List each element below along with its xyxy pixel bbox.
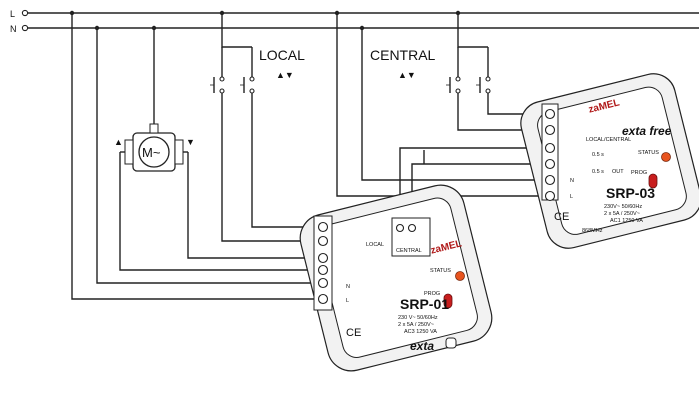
srp01-term-central: CENTRAL <box>396 248 422 254</box>
srp03-terminal-n: N <box>570 178 574 184</box>
local-button-down <box>240 76 255 94</box>
central-arrows: ▲▼ <box>398 70 416 80</box>
srp03-freq: 868MHz <box>582 228 603 234</box>
srp01-spec-load: 2 x 5A / 250V~ <box>398 322 434 328</box>
srp03-prog-label: PROG <box>631 170 647 176</box>
srp03-status-led <box>661 152 671 162</box>
srp01-terminal-n: N <box>346 284 350 290</box>
device-srp03: LOCAL/CENTRAL 0.5 s 0.5 s OUT N L zaMEL … <box>520 73 699 249</box>
srp01-prog-label: PROG <box>424 291 440 297</box>
srp03-term-local-central: LOCAL/CENTRAL <box>586 137 631 143</box>
srp03-spec-load: 2 x 5A / 250V~ <box>604 211 640 217</box>
motor-down-arrow: ▼ <box>186 137 195 147</box>
central-button-down <box>476 76 491 94</box>
motor-up-arrow: ▲ <box>114 137 123 147</box>
line-terminal <box>21 9 29 17</box>
srp03-term-pulse1: 0.5 s <box>592 152 604 158</box>
srp03-prog-button <box>648 173 658 189</box>
central-pushbuttons: CENTRAL ▲▼ <box>370 47 538 131</box>
srp01-terminal-l: L <box>346 298 349 304</box>
srp03-spec-voltage: 230V~ 50/60Hz <box>604 204 642 210</box>
srp01-button-square <box>445 337 457 349</box>
srp01-status-led <box>455 271 465 281</box>
srp03-ce-mark: CE <box>554 211 569 223</box>
motor-label: M~ <box>142 145 161 160</box>
srp01-terminals <box>317 221 329 305</box>
srp03-term-pulse2: 0.5 s <box>592 169 604 175</box>
line-label: L <box>10 9 15 19</box>
central-button-up <box>446 76 461 94</box>
local-label: LOCAL <box>259 47 305 63</box>
srp01-term-local: LOCAL <box>366 242 384 248</box>
local-arrows: ▲▼ <box>276 70 294 80</box>
srp01-logo: exta <box>410 339 434 353</box>
srp03-terminal-l: L <box>570 194 573 200</box>
srp01-spec-voltage: 230 V~ 50/60Hz <box>398 315 438 321</box>
srp01-spec-ac3: AC3 1250 VA <box>404 329 437 335</box>
srp03-logo: exta free <box>622 124 672 138</box>
motor: M~ ▲ ▼ <box>114 123 195 172</box>
srp03-model: SRP-03 <box>606 185 655 201</box>
srp03-status-label: STATUS <box>638 150 659 156</box>
srp03-terminals <box>544 108 556 202</box>
srp03-spec-ac1: AC1 1250 VA <box>610 218 643 224</box>
srp03-term-out: OUT <box>612 169 624 175</box>
central-label: CENTRAL <box>370 47 436 63</box>
neutral-label: N <box>10 24 17 34</box>
srp01-ce-mark: CE <box>346 327 361 339</box>
srp01-model: SRP-01 <box>400 296 449 312</box>
srp01-status-label: STATUS <box>430 268 451 274</box>
local-pushbuttons: LOCAL ▲▼ <box>210 47 318 242</box>
device-srp01: CENTRAL LOCAL N L zaMEL STATUS PROG SRP-… <box>299 184 493 372</box>
neutral-terminal <box>21 24 29 32</box>
srp01-prog-button <box>443 293 453 309</box>
local-button-up <box>210 76 225 94</box>
mains-bus: L N <box>10 9 699 34</box>
